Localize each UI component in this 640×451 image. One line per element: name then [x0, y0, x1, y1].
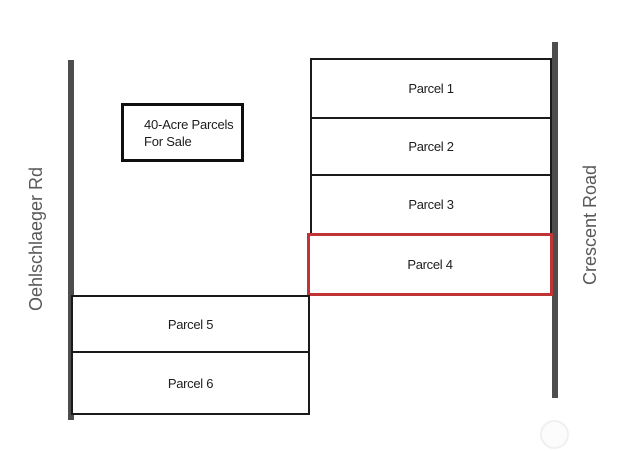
parcel-group-east: Parcel 1 Parcel 2 Parcel 3 — [310, 58, 552, 235]
road-label-oehlschlaeger: Oehlschlaeger Rd — [26, 166, 46, 312]
parcel-label: Parcel 4 — [407, 257, 453, 272]
parcel-2: Parcel 2 — [312, 119, 550, 176]
road-label-crescent: Crescent Road — [580, 164, 600, 286]
parcel-label: Parcel 1 — [408, 81, 454, 96]
parcel-3: Parcel 3 — [312, 176, 550, 233]
parcel-1: Parcel 1 — [312, 60, 550, 119]
oehlschlaeger-road-line — [68, 60, 74, 420]
watermark-circle — [540, 420, 569, 449]
parcel-6: Parcel 6 — [73, 353, 308, 413]
parcel-label: Parcel 5 — [167, 316, 214, 332]
sale-title-box: 40-Acre Parcels For Sale — [121, 103, 244, 162]
parcel-label: Parcel 6 — [167, 375, 214, 391]
crescent-road-line — [552, 42, 558, 398]
parcel-label: Parcel 3 — [408, 197, 454, 212]
sale-title-line2: For Sale — [144, 133, 192, 149]
parcel-label: Parcel 2 — [408, 139, 454, 154]
sale-title-line1: 40-Acre Parcels — [144, 116, 234, 132]
parcel-5: Parcel 5 — [73, 297, 308, 353]
parcel-4-highlighted: Parcel 4 — [307, 233, 553, 296]
parcel-group-west: Parcel 5 Parcel 6 — [71, 295, 310, 415]
